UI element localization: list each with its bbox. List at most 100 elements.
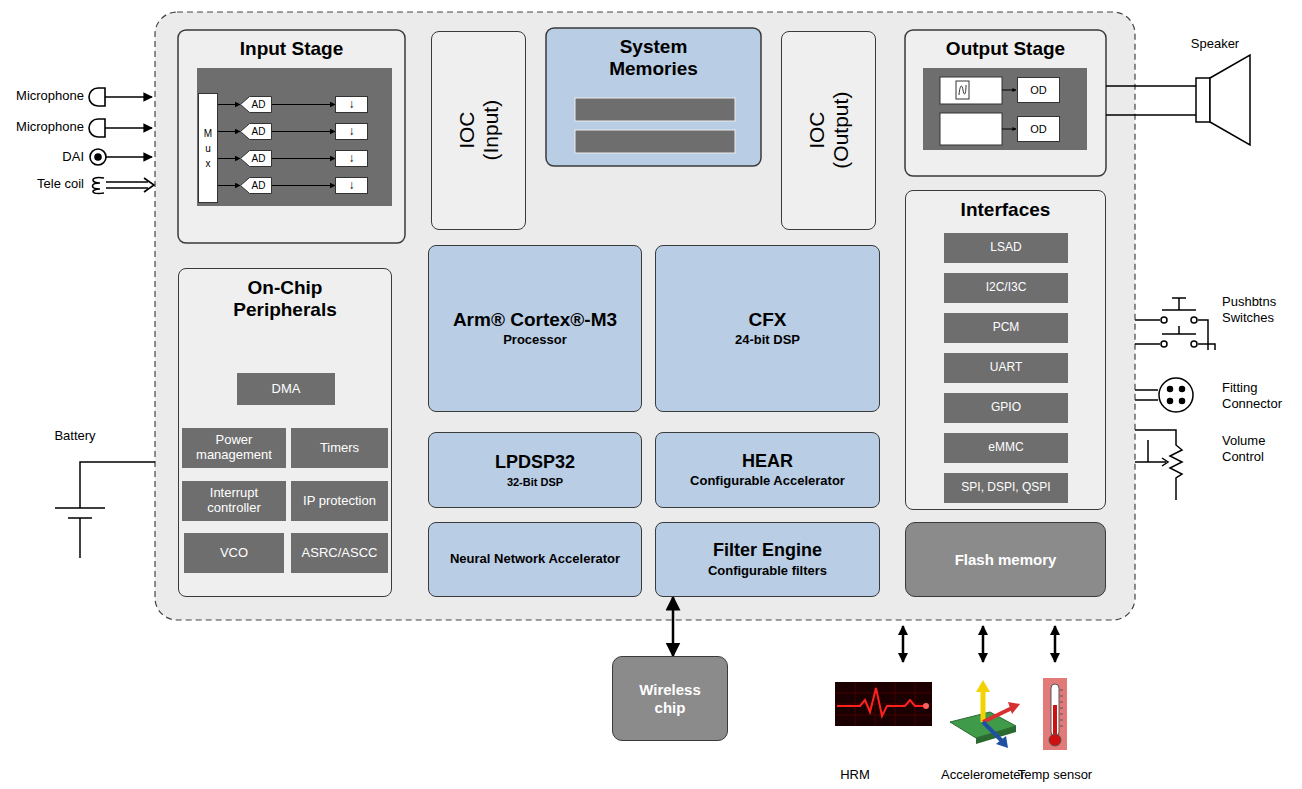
- block-subtitle: 32-Bit DSP: [507, 476, 563, 489]
- part-label: Speaker: [1180, 36, 1250, 52]
- peripheral-block: IP protection: [291, 481, 388, 521]
- block-box: IOC (Input): [431, 31, 526, 230]
- part-label: Battery: [40, 428, 110, 444]
- block-title: DMA: [272, 382, 301, 397]
- input-arrow: [106, 156, 152, 158]
- peripheral-block: I2C/I3C: [944, 273, 1068, 303]
- block-title: Interfaces: [961, 199, 1051, 221]
- converter-block: AD: [240, 150, 272, 167]
- speaker-symbol: [1106, 55, 1250, 145]
- output-panel: [923, 68, 1087, 150]
- block-title: Filter Engine: [713, 540, 822, 561]
- memory-bar: [575, 130, 735, 153]
- peripheral-block: ASRC/ASCC: [291, 533, 388, 573]
- processor-block: LPDSP32 32-Bit DSP: [428, 432, 642, 508]
- converter-block: AD: [240, 123, 272, 140]
- signal-arrow: [1002, 129, 1016, 130]
- processor-block: CFX24-bit DSP: [655, 245, 880, 412]
- block-title: LPDSP32: [495, 452, 575, 473]
- block-box: MuxADADADAD↓↓↓↓Input Stage: [178, 30, 405, 243]
- block-subtitle: Processor: [503, 333, 567, 348]
- part-label: Pushbtns Switches: [1222, 294, 1297, 325]
- modulator-box: [940, 77, 1002, 104]
- accelerometer-picture: [950, 680, 1020, 748]
- processor-block: Neural Network Accelerator: [428, 522, 642, 597]
- output-box: [940, 113, 1002, 145]
- part-label: Accelerometer: [935, 767, 1031, 783]
- hrm-picture: [835, 682, 932, 726]
- microphone-symbol: [89, 119, 105, 137]
- signal-connector: [218, 131, 240, 132]
- block-title: Interrupt controller: [185, 486, 283, 516]
- converter-outline: [241, 124, 272, 140]
- connector-symbol: [1135, 378, 1193, 412]
- block-title: HEAR: [742, 451, 793, 472]
- block-title: System Memories: [589, 36, 719, 80]
- processor-block: HEAR Configurable Accelerator: [655, 432, 880, 508]
- block-box: DMA Power management TimersInterrupt contr…: [178, 268, 392, 597]
- block-subtitle: Configurable filters: [708, 564, 827, 579]
- signal-connector: [272, 158, 335, 159]
- block-box: OD OD Output Stage: [905, 30, 1106, 176]
- peripheral-block: DMA: [237, 373, 335, 405]
- block-title: GPIO: [991, 401, 1021, 415]
- block-box: LSAD I2C/I3C PCM UART GPIO eMMC SPI, DSPI, QSP…: [905, 190, 1106, 510]
- part-label: Microphone: [0, 88, 84, 104]
- signal-connector: [272, 185, 335, 186]
- part-label: DAI: [0, 149, 84, 165]
- telecoil-symbol: [93, 178, 105, 194]
- part-label: Volume Control: [1222, 433, 1302, 464]
- block-box: ↓: [335, 123, 368, 140]
- peripheral-block: UART: [944, 353, 1068, 383]
- signal-arrow: [1002, 90, 1016, 91]
- block-title: Flash memory: [955, 551, 1057, 568]
- block-subtitle: 24-bit DSP: [735, 333, 800, 348]
- block-title: Power management: [185, 433, 283, 463]
- input-symbols: [89, 88, 154, 193]
- block-subtitle: Configurable Accelerator: [690, 474, 845, 489]
- block-title: IOC (Output): [804, 85, 852, 177]
- peripheral-block: PCM: [944, 313, 1068, 343]
- dai-symbol: [90, 149, 106, 165]
- block-title: Output Stage: [946, 38, 1065, 60]
- block-box: ↓: [335, 177, 368, 194]
- block-title: ↓: [349, 152, 355, 166]
- block-title: ↓: [349, 125, 355, 139]
- peripheral-block: Timers: [291, 428, 388, 468]
- block-title: AD: [252, 180, 266, 192]
- converter-outline: [241, 151, 272, 167]
- part-label: HRM: [830, 767, 880, 783]
- signal-connector: [272, 104, 335, 105]
- block-title: ↓: [349, 98, 355, 112]
- block-title: SPI, DSPI, QSPI: [961, 481, 1050, 495]
- dai-symbol: [95, 154, 101, 160]
- peripheral-block: LSAD: [944, 233, 1068, 263]
- block-box: OD: [1017, 77, 1060, 103]
- block-title: Arm® Cortex®-M3: [453, 309, 617, 331]
- block-title: ↓: [349, 179, 355, 193]
- battery-symbol: [55, 462, 155, 558]
- block-box: Mux: [198, 93, 218, 203]
- block-box: ↓: [335, 96, 368, 113]
- part-label: Tele coil: [0, 176, 84, 192]
- block-title: Mux: [203, 126, 213, 171]
- processor-block: Filter EngineConfigurable filters: [655, 522, 880, 597]
- block-title: LSAD: [990, 241, 1021, 255]
- input-arrow: [106, 182, 148, 188]
- memory-bar: [575, 98, 735, 121]
- block-title: OD: [1030, 123, 1047, 136]
- block-title: ASRC/ASCC: [302, 546, 378, 561]
- peripheral-block: eMMC: [944, 433, 1068, 463]
- peripheral-block: Interrupt controller: [182, 481, 286, 521]
- input-panel: [197, 68, 392, 206]
- modulator-icon: [956, 81, 969, 99]
- chip-outline: [155, 12, 1135, 620]
- input-arrow: [105, 127, 152, 129]
- block-box: ↓: [335, 150, 368, 167]
- memory-box: [546, 28, 761, 166]
- peripheral-block: SPI, DSPI, QSPI: [944, 473, 1068, 503]
- processor-block: Arm® Cortex®-M3Processor: [428, 245, 642, 412]
- peripheral-block: Power management: [182, 428, 286, 468]
- block-title: Input Stage: [240, 38, 343, 60]
